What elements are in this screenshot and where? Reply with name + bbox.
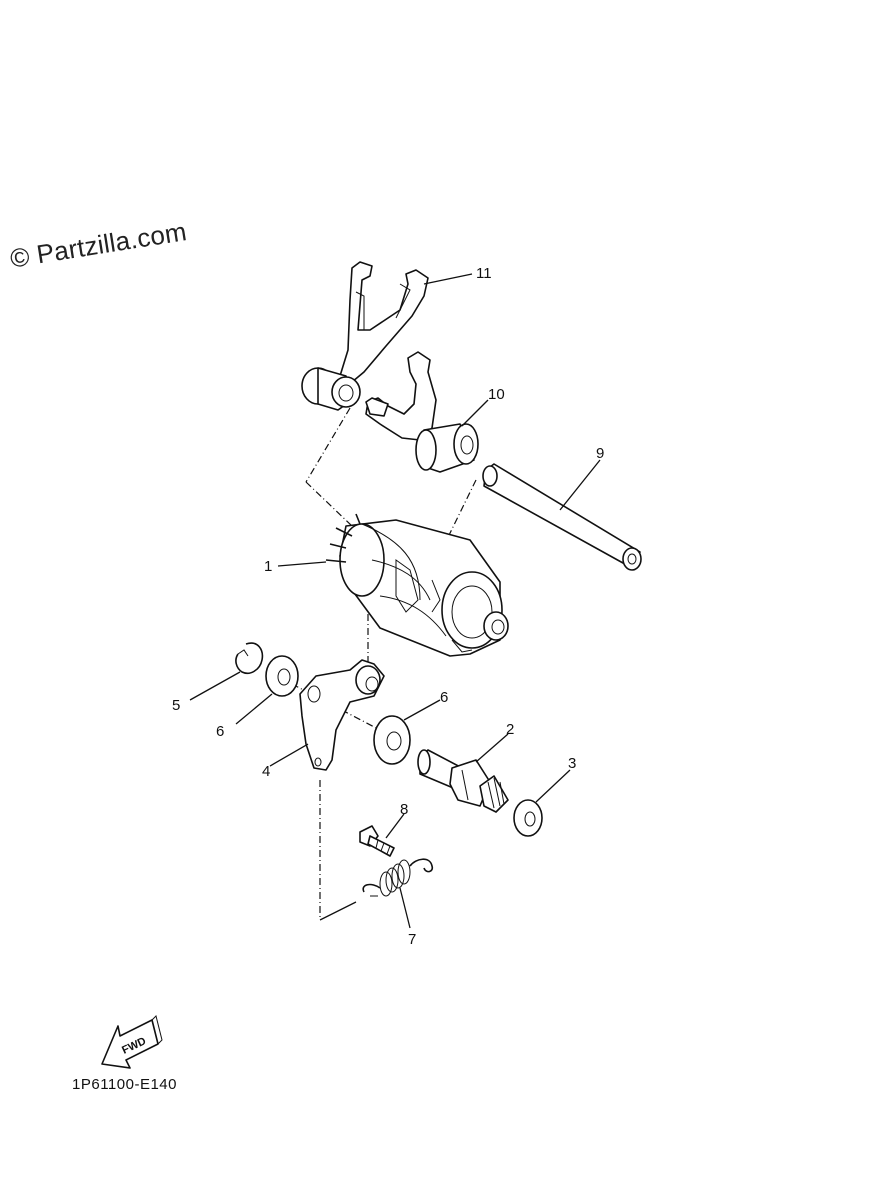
callout-7-label: 7	[408, 931, 416, 948]
washer-6-right[interactable]	[373, 715, 411, 765]
callout-1-label: 1	[264, 558, 272, 575]
spring-7[interactable]	[362, 858, 434, 897]
callout-4: 4	[262, 743, 309, 780]
shift-drum-1[interactable]	[325, 513, 509, 657]
callout-11-label: 11	[476, 265, 492, 282]
stopper-bolt-2[interactable]	[417, 749, 509, 813]
shift-fork-10[interactable]	[365, 351, 479, 473]
callout-8: 8	[385, 801, 408, 839]
callout-6-right-label: 6	[440, 689, 448, 706]
bolt-8[interactable]	[359, 825, 395, 857]
washer-3[interactable]	[513, 799, 543, 837]
callout-5-label: 5	[172, 697, 180, 714]
diagram-code: 1P61100-E140	[72, 1076, 177, 1093]
callout-9: 9	[559, 445, 604, 511]
circlip-5[interactable]	[235, 642, 264, 675]
callout-1: 1	[264, 558, 327, 575]
shift-lever-4[interactable]	[299, 659, 385, 771]
callout-2-label: 2	[506, 721, 514, 738]
guide-bar-9[interactable]	[482, 463, 642, 571]
callout-3: 3	[535, 755, 576, 803]
fwd-arrow-icon: FWD	[101, 1015, 163, 1069]
callout-11: 11	[423, 265, 492, 285]
callout-6-right: 6	[403, 689, 448, 721]
callout-6-left-label: 6	[216, 723, 224, 740]
callout-10: 10	[461, 386, 505, 427]
callout-8-label: 8	[400, 801, 408, 818]
callout-2: 2	[475, 721, 514, 763]
callout-10-label: 10	[488, 386, 505, 403]
callout-6-left: 6	[216, 693, 273, 740]
callout-4-label: 4	[262, 763, 270, 780]
callout-3-label: 3	[568, 755, 576, 772]
shift-fork-11[interactable]	[301, 261, 429, 411]
callout-7: 7	[399, 887, 416, 948]
callout-5: 5	[172, 671, 241, 714]
callout-9-label: 9	[596, 445, 604, 462]
washer-6-left[interactable]	[265, 655, 299, 697]
